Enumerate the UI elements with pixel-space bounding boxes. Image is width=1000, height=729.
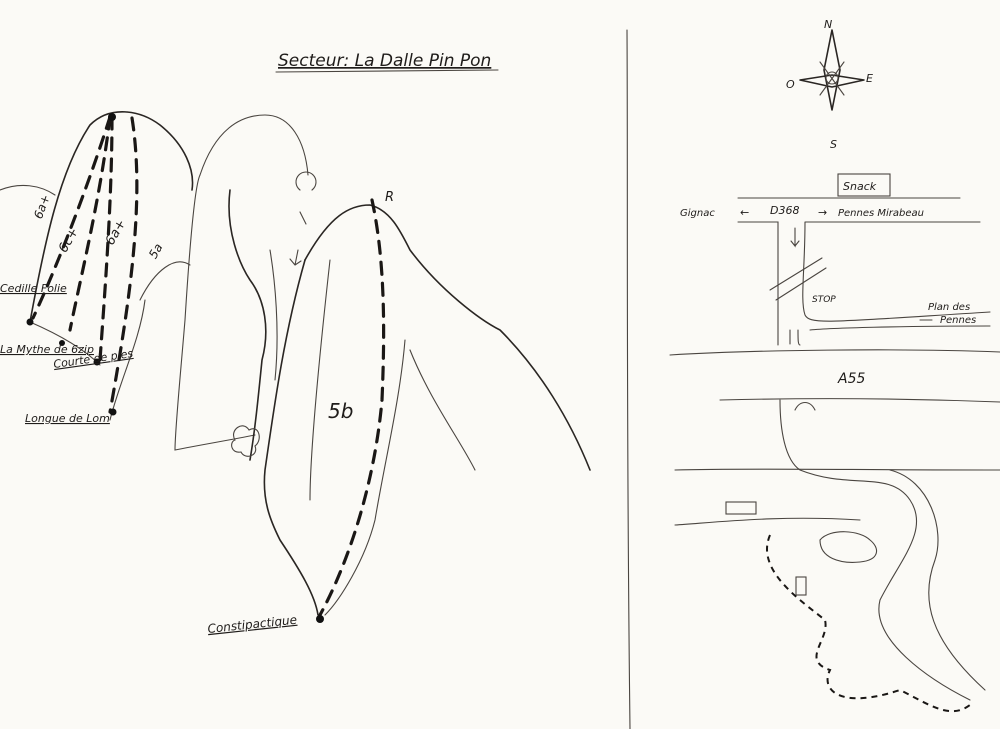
branch-label-2: Pennes <box>940 315 976 326</box>
sector-title: Secteur: La Dalle Pin Pon <box>278 51 491 71</box>
compass-east: E <box>866 72 873 85</box>
left-pillar <box>0 111 194 421</box>
middle-rocks <box>139 114 591 623</box>
relay-marker: R <box>385 190 394 205</box>
direction-gignac: Gignac <box>680 208 715 219</box>
route-label: Longue de Lom <box>25 412 110 425</box>
snack-label: Snack <box>843 180 877 193</box>
compass-north: N <box>824 18 832 31</box>
compass-south: S <box>830 138 837 151</box>
grade-label: 6c+ <box>56 225 82 255</box>
main-grade-label: 5b <box>328 399 353 423</box>
grade-label: 5a <box>146 241 166 261</box>
route-label: La Mythe de 6zip <box>0 343 94 356</box>
arrow-right-icon: → <box>818 206 827 219</box>
stop-label: STOP <box>812 295 836 305</box>
direction-pennes-mirabeau: Pennes Mirabeau <box>838 208 924 219</box>
route-label: Constipactique <box>207 613 298 636</box>
road-d368-label: D368 <box>770 204 799 217</box>
page-divider <box>626 29 631 729</box>
grade-label: 6a+ <box>103 217 130 248</box>
grade-label: 6a+ <box>31 192 53 220</box>
compass-rose-icon <box>799 29 865 111</box>
branch-label-1: Plan des <box>928 302 970 313</box>
route-label: Cedille Folie <box>0 282 67 295</box>
motorway-label: A55 <box>837 371 865 387</box>
arrow-left-icon: ← <box>740 206 749 219</box>
compass-west: O <box>786 78 795 91</box>
access-map <box>669 173 1000 713</box>
